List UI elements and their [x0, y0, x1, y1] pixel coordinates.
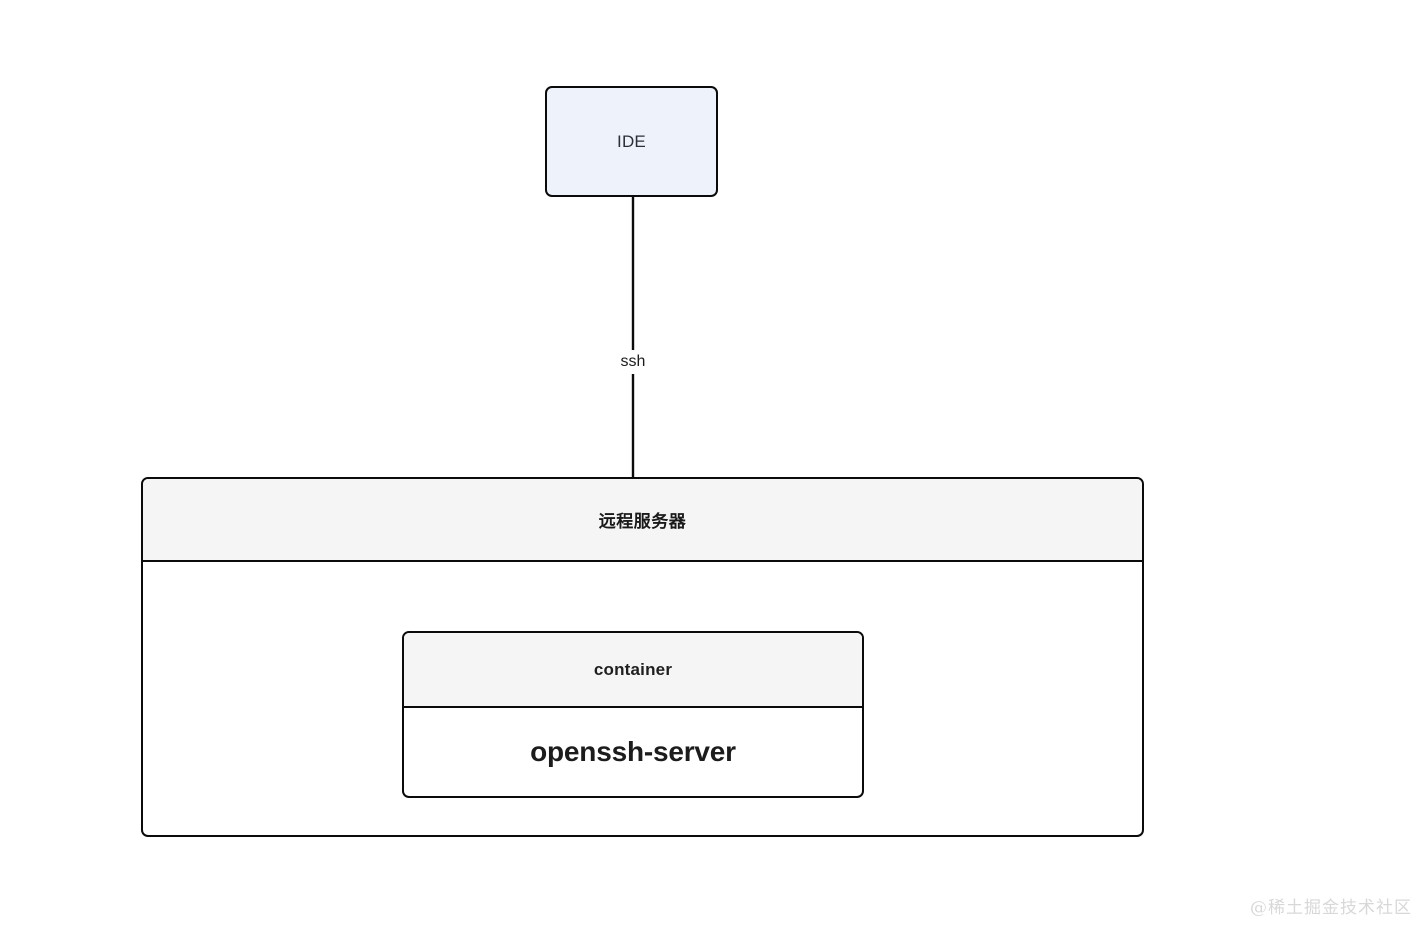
node-container-title: container [593, 659, 673, 679]
node-remote-server-title: 远程服务器 [598, 512, 687, 531]
node-remote-server-header: 远程服务器 [143, 479, 1142, 562]
node-ide-label: IDE [617, 131, 646, 151]
ssh-edge-label: ssh [600, 350, 666, 374]
node-openssh-server: openssh-server [404, 708, 862, 796]
node-container-header: container [404, 633, 862, 708]
node-container[interactable]: container openssh-server [402, 631, 864, 798]
node-openssh-server-label: openssh-server [530, 736, 736, 767]
node-ide[interactable]: IDE [545, 86, 718, 197]
watermark: @稀土掘金技术社区 [1250, 898, 1412, 918]
